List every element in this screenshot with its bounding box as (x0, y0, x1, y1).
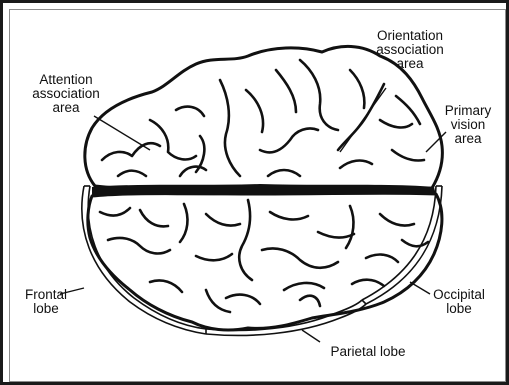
attention-association-label: Attention association area (26, 73, 106, 115)
frontal-lobe-label: Frontal lobe (16, 288, 76, 316)
parietal-leader (302, 330, 320, 342)
parietal-lobe-label: Parietal lobe (308, 345, 428, 359)
orientation-association-label: Orientation association area (360, 29, 460, 71)
primary-vision-label: Primary vision area (438, 104, 498, 146)
occipital-lobe-label: Occipital lobe (424, 288, 494, 316)
